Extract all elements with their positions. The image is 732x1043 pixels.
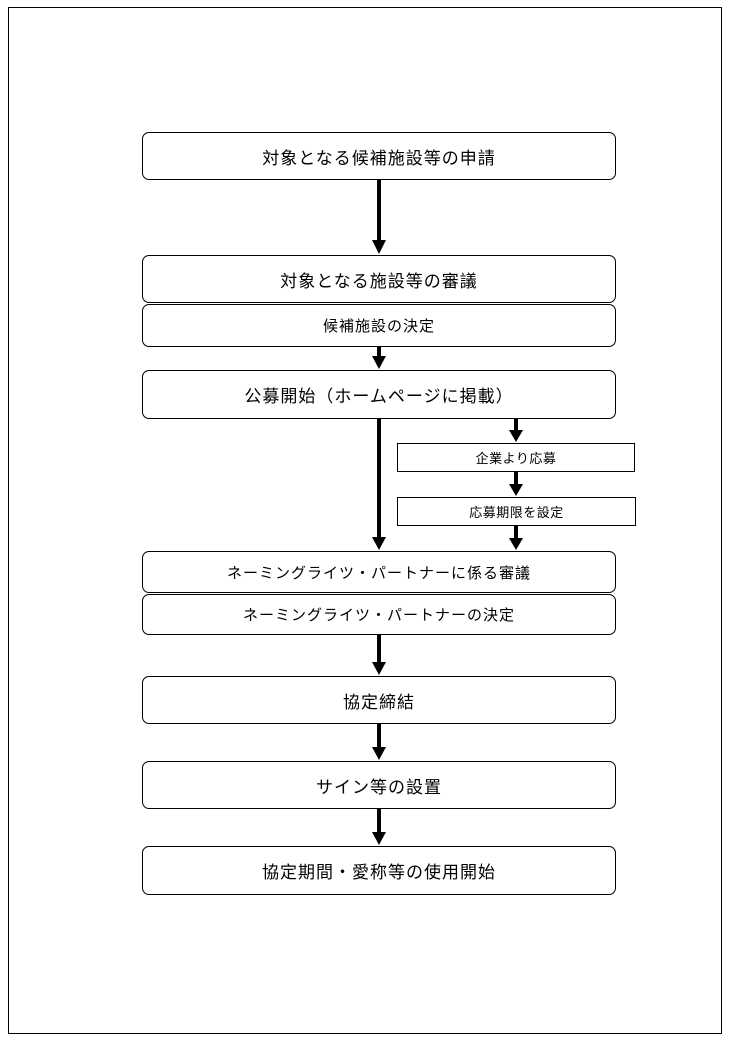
step-set-deadline-label: 応募期限を設定 xyxy=(469,506,564,521)
step-sign-agreement: 協定締結 xyxy=(142,676,616,724)
step-deliberate-partner: ネーミングライツ・パートナーに係る審議 xyxy=(142,551,616,593)
step-deliberate-partner-label: ネーミングライツ・パートナーに係る審議 xyxy=(226,563,531,582)
step-apply: 対象となる候補施設等の申請 xyxy=(142,132,616,180)
step-company-application: 企業より応募 xyxy=(397,443,635,472)
step-decide-partner-label: ネーミングライツ・パートナーの決定 xyxy=(242,606,515,624)
step-install-signs: サイン等の設置 xyxy=(142,761,616,809)
diagram-frame xyxy=(8,7,722,1034)
step-set-deadline: 応募期限を設定 xyxy=(397,497,636,526)
step-deliberate-facility: 対象となる施設等の審議 xyxy=(142,255,616,303)
step-decide-partner: ネーミングライツ・パートナーの決定 xyxy=(142,594,616,635)
step-open-recruitment: 公募開始（ホームページに掲載） xyxy=(142,370,616,419)
step-sign-agreement-label: 協定締結 xyxy=(343,692,415,713)
step-open-recruitment-label: 公募開始（ホームページに掲載） xyxy=(244,387,514,407)
step-deliberate-facility-label: 対象となる施設等の審議 xyxy=(280,271,478,292)
step-install-signs-label: サイン等の設置 xyxy=(316,777,442,798)
step-start-period-label: 協定期間・愛称等の使用開始 xyxy=(262,863,496,883)
step-apply-label: 対象となる候補施設等の申請 xyxy=(262,148,496,169)
step-start-period: 協定期間・愛称等の使用開始 xyxy=(142,846,616,895)
step-decide-candidate: 候補施設の決定 xyxy=(142,304,616,347)
step-company-application-label: 企業より応募 xyxy=(475,452,557,467)
step-decide-candidate-label: 候補施設の決定 xyxy=(322,317,435,335)
